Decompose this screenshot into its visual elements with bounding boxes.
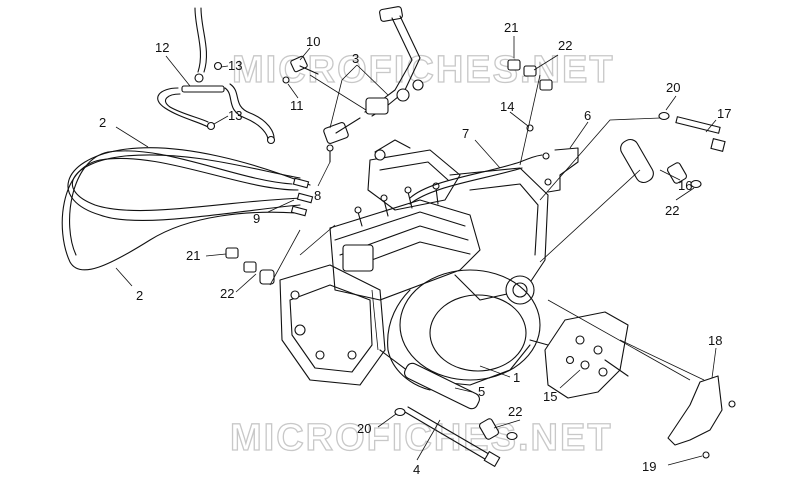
callout-21-top: 21 — [504, 20, 518, 35]
engine-mount-left-part — [225, 247, 275, 285]
callout-10: 10 — [306, 34, 320, 49]
engine-assembly-part — [279, 139, 549, 391]
kickstart-lever-part — [282, 6, 424, 163]
watermark-bottom: MICROFICHES.NET — [230, 417, 613, 459]
callout-2-top: 2 — [99, 115, 106, 130]
callout-12: 12 — [155, 40, 169, 55]
callout-16: 16 — [678, 178, 692, 193]
callout-22-right: 22 — [665, 203, 679, 218]
callout-7: 7 — [462, 126, 469, 141]
callout-13-top: 13 — [228, 58, 242, 73]
callout-8: 8 — [314, 188, 321, 203]
callout-5: 5 — [478, 384, 485, 399]
callout-labels: 1 2 2 3 4 5 6 7 8 9 10 11 12 13 13 14 15… — [99, 20, 731, 477]
callout-22-left: 22 — [220, 286, 234, 301]
callout-9: 9 — [253, 211, 260, 226]
callout-1: 1 — [513, 370, 520, 385]
engine-mount-top-part — [507, 59, 553, 91]
engine-mount-right-part — [620, 111, 726, 189]
ht-cables-part — [61, 147, 314, 271]
callout-2-bottom: 2 — [136, 288, 143, 303]
callout-4: 4 — [413, 462, 420, 477]
callout-3: 3 — [352, 51, 359, 66]
breather-hose-part — [157, 7, 276, 145]
callout-21-left: 21 — [186, 248, 200, 263]
callout-22-top: 22 — [558, 38, 572, 53]
callout-13-bottom: 13 — [228, 108, 242, 123]
callout-22-lower: 22 — [508, 404, 522, 419]
callout-19: 19 — [642, 459, 656, 474]
engine-mount-lower-part — [394, 362, 518, 468]
callout-15: 15 — [543, 389, 557, 404]
callout-6: 6 — [584, 108, 591, 123]
sprocket-cover-part — [544, 311, 736, 459]
clutch-cable-part — [409, 124, 579, 205]
callout-14: 14 — [500, 99, 514, 114]
callout-20-lower: 20 — [357, 421, 371, 436]
callout-11: 11 — [290, 98, 304, 113]
callout-17: 17 — [717, 106, 731, 121]
callout-18: 18 — [708, 333, 722, 348]
callout-20-right: 20 — [666, 80, 680, 95]
leader-lines — [115, 36, 717, 466]
